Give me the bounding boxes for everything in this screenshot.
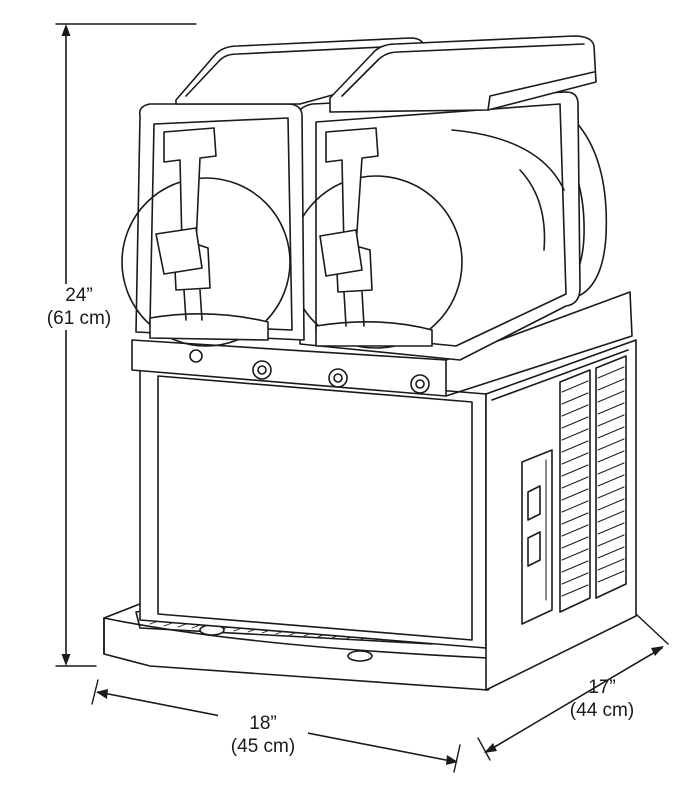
switch-2 xyxy=(527,531,541,567)
width-imperial: 18” xyxy=(249,713,277,734)
side-vent-left xyxy=(559,369,591,613)
depth-metric: (44 cm) xyxy=(569,700,635,721)
drip-drain-right xyxy=(347,650,373,662)
height-imperial: 24” xyxy=(65,285,93,306)
auger-drum-left xyxy=(121,177,291,347)
switch-panel xyxy=(521,449,553,625)
front-panel xyxy=(157,375,473,641)
lid-right xyxy=(329,35,597,113)
depth-dimension-label: 17” (44 cm) xyxy=(552,676,652,722)
depth-dimension-line xyxy=(477,613,669,761)
side-vent-right xyxy=(595,355,627,599)
depth-imperial: 17” xyxy=(588,677,616,698)
switch-1 xyxy=(527,485,541,521)
width-dimension-label: 18” (45 cm) xyxy=(218,712,308,758)
height-metric: (61 cm) xyxy=(46,308,112,329)
bowl-left xyxy=(121,103,305,347)
control-knob-center xyxy=(328,368,348,388)
height-dimension-label: 24” (61 cm) xyxy=(44,284,114,330)
tap-base-left xyxy=(189,349,203,363)
height-dimension-line xyxy=(55,23,197,667)
base-cabinet xyxy=(139,339,637,691)
width-metric: (45 cm) xyxy=(230,736,296,757)
control-strip xyxy=(131,291,633,397)
control-knob-left xyxy=(252,360,272,380)
bowl-right xyxy=(289,91,608,361)
vent-slats xyxy=(561,366,625,597)
control-knob-right xyxy=(410,374,430,394)
